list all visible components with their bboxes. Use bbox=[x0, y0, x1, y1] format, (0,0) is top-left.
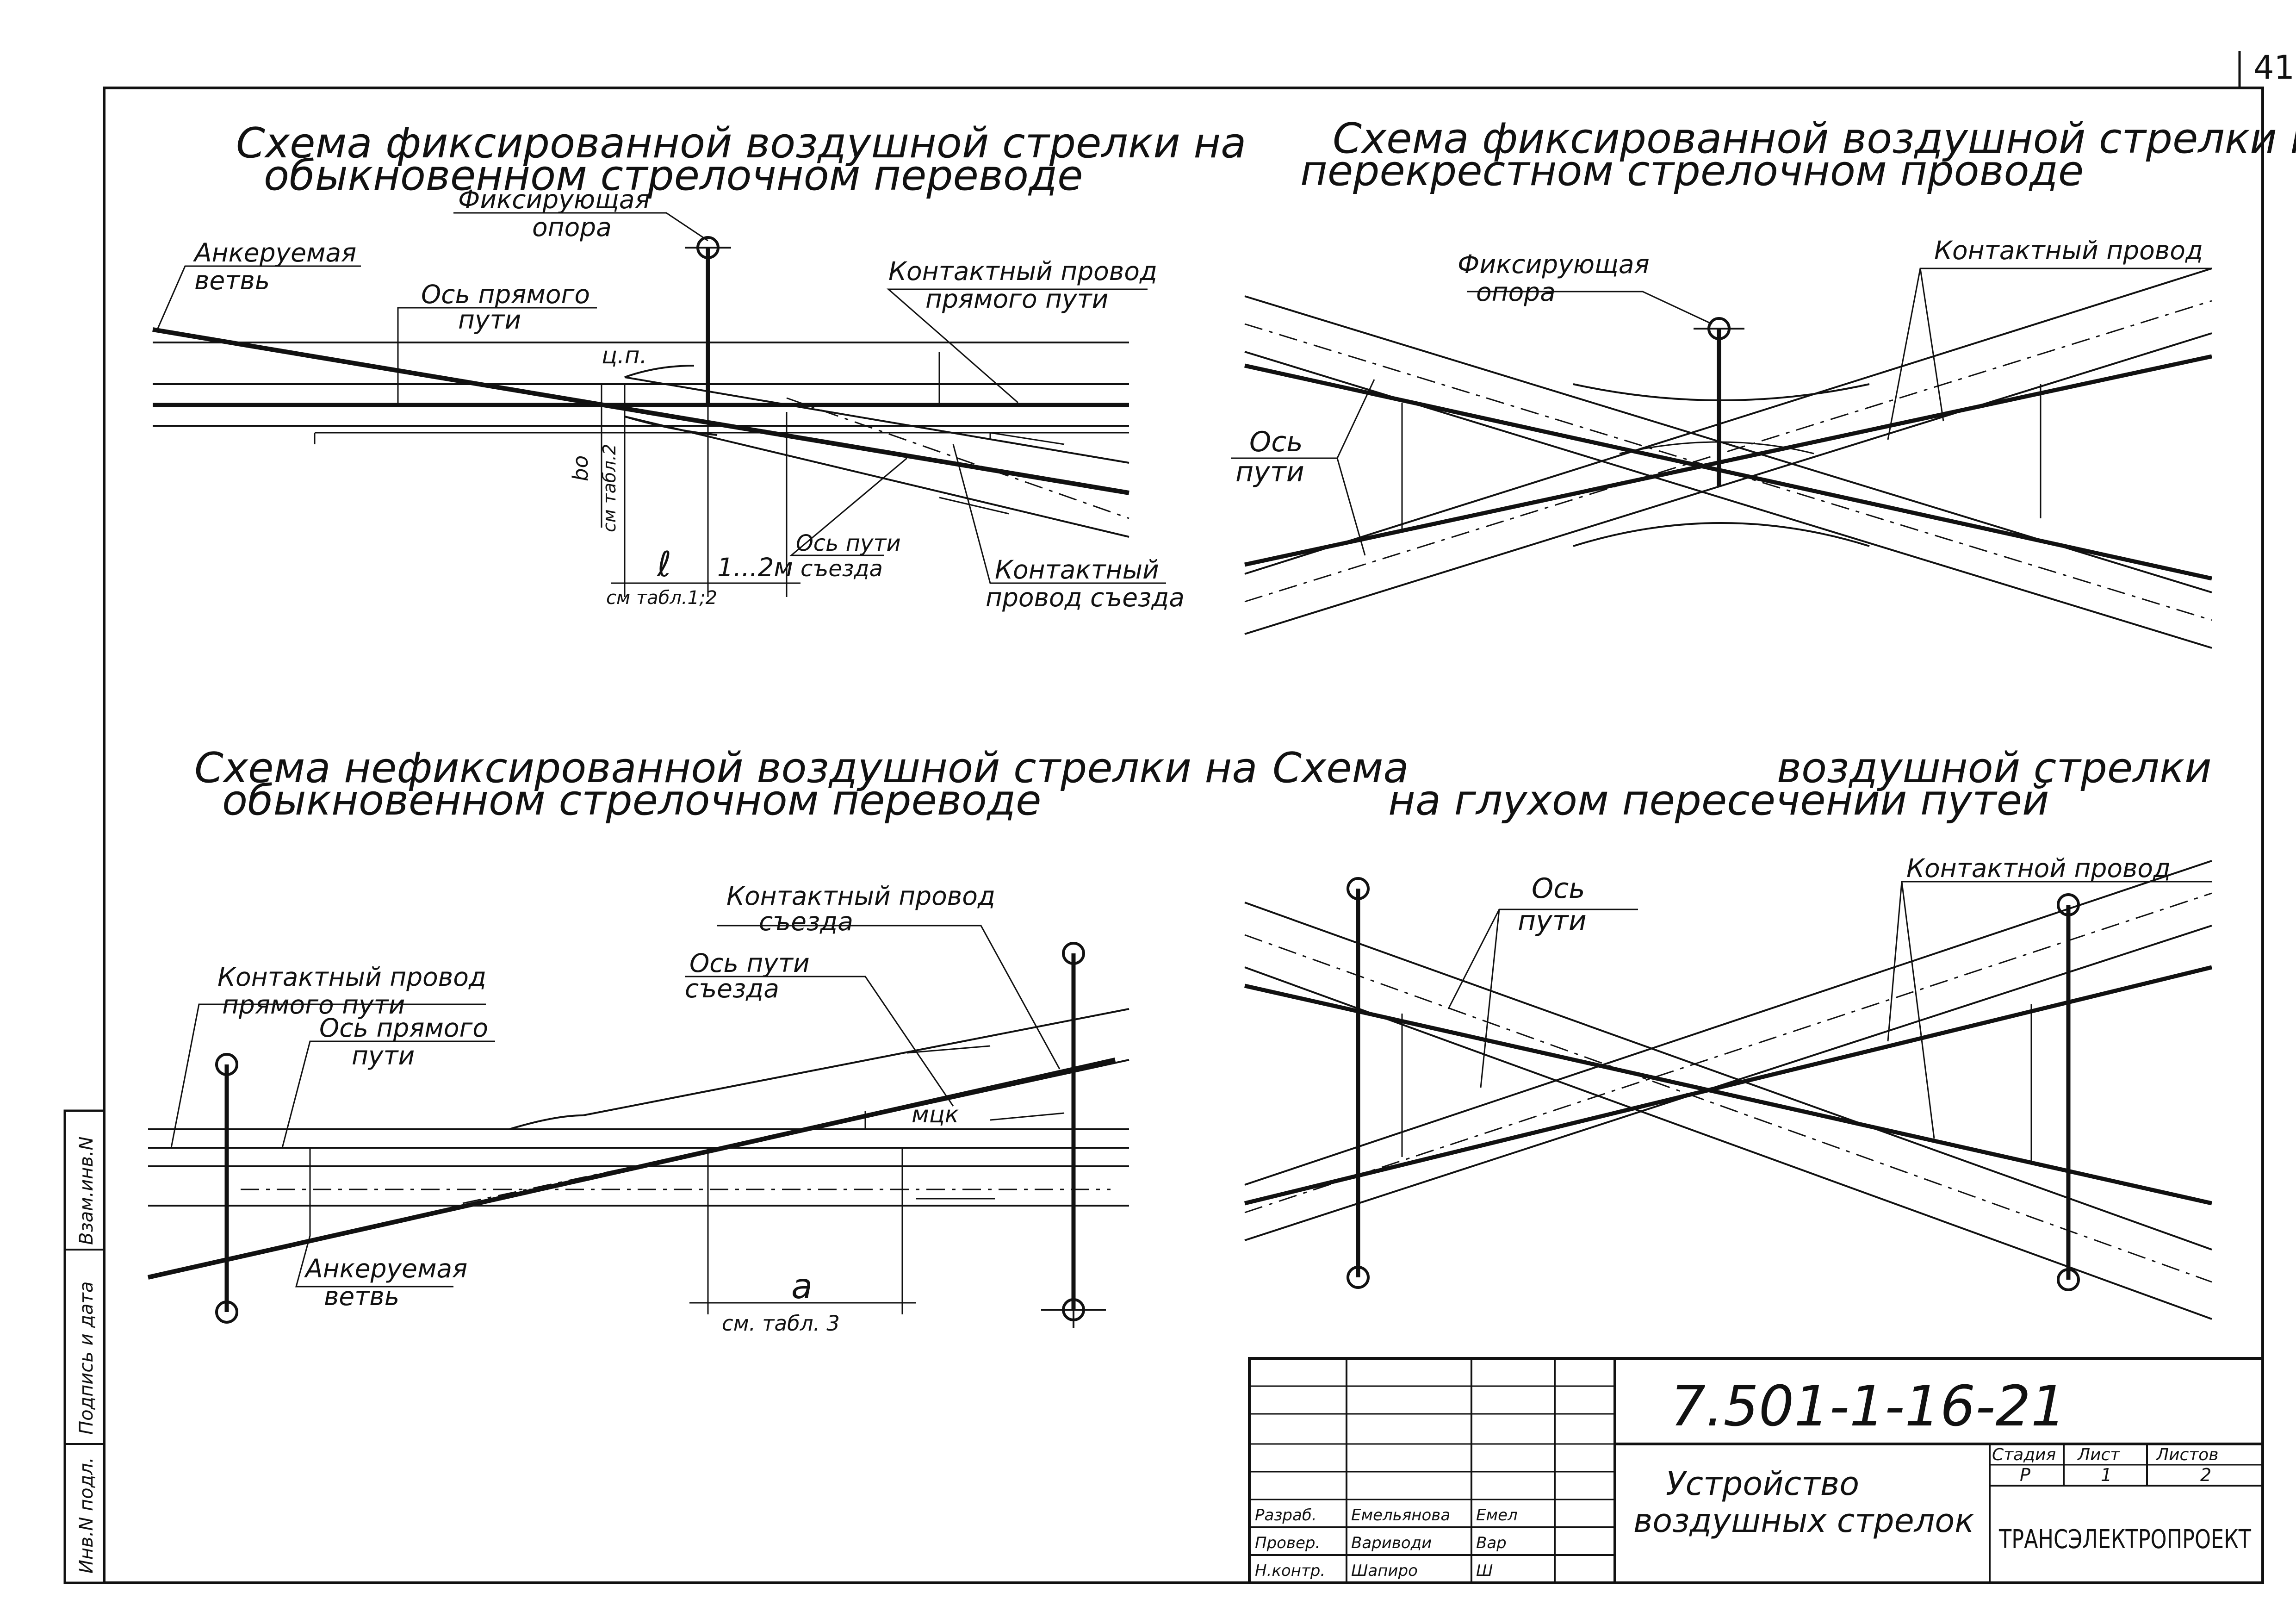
bl-label-anchor-1: Анкеруемая bbox=[304, 1254, 467, 1283]
tr-label-axis-2: пути bbox=[1235, 456, 1304, 488]
title-block: 7.501-1-16-21 Устройство воздушных стрел… bbox=[1248, 1357, 2264, 1584]
tr-label-wire: Контактный провод bbox=[1934, 236, 2203, 265]
bl-label-branch-wire-2: съезда bbox=[759, 907, 853, 936]
row-role-1: Провер. bbox=[1255, 1534, 1320, 1552]
doc-title-2: воздушных стрелок bbox=[1633, 1502, 1974, 1540]
br-title-2: на глухом пересечении путей bbox=[1388, 776, 2049, 825]
bl-title-1: Схема нефиксированной воздушной стрелки … bbox=[194, 744, 1258, 792]
br-pole-right-bottom bbox=[2057, 1268, 2080, 1291]
row-name-0: Емельянова bbox=[1351, 1506, 1450, 1524]
bl-label-a: a bbox=[791, 1266, 813, 1307]
tr-label-fix-2: опора bbox=[1476, 277, 1556, 307]
stage-header: Стадия bbox=[1992, 1445, 2056, 1464]
tl-label-branch-wire-1: Контактный bbox=[995, 555, 1159, 585]
tl-label-fix-1: Фиксирующая bbox=[458, 185, 650, 214]
side-stamp-podpis: Подпись и дата bbox=[76, 1282, 97, 1435]
br-pole-right-top bbox=[2057, 893, 2080, 916]
tl-label-wire-main-1: Контактный провод bbox=[888, 256, 1157, 286]
drawing-frame: 41 bbox=[103, 49, 2295, 1584]
side-stamp: Инв.N подл. Подпись и дата Взам.инв.N bbox=[63, 1109, 105, 1584]
tl-label-branch-wire-2: провод съезда bbox=[986, 583, 1185, 612]
tr-title-2: перекрестном стрелочном проводе bbox=[1300, 147, 2084, 195]
br-label-axis-2: пути bbox=[1518, 905, 1587, 937]
tl-label-l: ℓ bbox=[656, 544, 671, 585]
br-pole-left-bottom bbox=[1347, 1266, 1370, 1289]
row-sign-2: Ш bbox=[1476, 1562, 1493, 1580]
tl-label-12m: 1...2м bbox=[717, 553, 793, 582]
sheet-value: 1 bbox=[2101, 1465, 2112, 1485]
bl-label-axis-2: пути bbox=[352, 1041, 415, 1070]
doc-title-1: Устройство bbox=[1666, 1465, 1859, 1503]
tr-label-axis-1: Ось bbox=[1249, 426, 1303, 458]
bl-label-axis-1: Ось прямого bbox=[319, 1013, 488, 1043]
bl-label-mck: мцк bbox=[912, 1101, 959, 1128]
row-role-0: Разраб. bbox=[1255, 1506, 1317, 1524]
diagram-bottom-right: Схема воздушной стрелки на глухом пересе… bbox=[1244, 744, 2213, 1320]
bl-label-branch-wire-1: Контактный провод bbox=[726, 881, 995, 911]
sheets-header: Листов bbox=[2155, 1445, 2218, 1464]
tl-title-2: обыкновенном стрелочном переводе bbox=[264, 151, 1083, 200]
diagram-top-right: Схема фиксированной воздушной стрелки на… bbox=[1231, 114, 2296, 649]
doc-code: 7.501-1-16-21 bbox=[1670, 1375, 2066, 1439]
br-pole-left-top bbox=[1347, 877, 1370, 900]
tl-label-cp: ц.п. bbox=[602, 342, 647, 369]
tl-label-l-ref: см табл.1;2 bbox=[606, 587, 717, 609]
br-label-wire: Контактной провод bbox=[1906, 853, 2171, 883]
tl-label-anchor-2: ветвь bbox=[194, 266, 270, 295]
row-name-2: Шапиро bbox=[1351, 1562, 1418, 1580]
tl-label-axis-2: пути bbox=[458, 305, 521, 335]
page-number: 41 bbox=[2253, 49, 2295, 87]
tl-label-anchor-1: Анкеруемая bbox=[193, 238, 356, 268]
br-label-axis-1: Ось bbox=[1532, 872, 1585, 905]
row-sign-1: Вар bbox=[1476, 1534, 1507, 1552]
row-role-2: Н.контр. bbox=[1255, 1562, 1325, 1580]
tl-label-axis-1: Ось прямого bbox=[421, 280, 590, 309]
tl-label-bo-1: bо bbox=[568, 455, 593, 481]
tl-title-1: Схема фиксированной воздушной стрелки на bbox=[236, 119, 1246, 168]
tl-label-branch-axis-2: съезда bbox=[800, 556, 883, 582]
bl-pole-right-top bbox=[1062, 942, 1085, 965]
bl-pole-left-bottom bbox=[215, 1300, 238, 1324]
sheets-value: 2 bbox=[2200, 1465, 2211, 1485]
sheet-header: Лист bbox=[2077, 1445, 2120, 1464]
br-title-1b: воздушной стрелки bbox=[1777, 744, 2212, 792]
tl-label-wire-main-2: прямого пути bbox=[925, 284, 1108, 314]
bl-label-main-wire-1: Контактный провод bbox=[217, 962, 486, 992]
side-stamp-inv-podl: Инв.N подл. bbox=[76, 1457, 97, 1574]
organization: ТРАНСЭЛЕКТРОПРОЕКТ bbox=[1998, 1524, 2251, 1555]
bl-pole-left-top bbox=[215, 1053, 238, 1076]
bl-label-branch-axis-1: Ось пути bbox=[689, 948, 810, 978]
diagram-bottom-left: Схема нефиксированной воздушной стрелки … bbox=[147, 744, 1258, 1336]
row-sign-0: Емел bbox=[1476, 1506, 1518, 1524]
row-name-1: Вариводи bbox=[1351, 1534, 1432, 1552]
bl-label-main-wire-2: прямого пути bbox=[222, 990, 405, 1020]
tr-label-fix-1: Фиксирующая bbox=[1458, 249, 1650, 279]
tr-title-1: Схема фиксированной воздушной стрелки на bbox=[1333, 114, 2296, 163]
tl-label-fix-2: опора bbox=[532, 212, 612, 242]
bl-label-anchor-2: ветвь bbox=[324, 1282, 399, 1311]
br-title-1: Схема bbox=[1272, 744, 1409, 792]
side-stamp-vzam: Взам.инв.N bbox=[76, 1137, 97, 1245]
diagram-top-left: Схема фиксированной воздушной стрелки на… bbox=[152, 119, 1246, 612]
stage-value: Р bbox=[2020, 1465, 2030, 1485]
bl-label-a-ref: см. табл. 3 bbox=[722, 1311, 840, 1336]
bl-label-branch-axis-2: съезда bbox=[685, 974, 779, 1003]
tl-label-branch-axis-1: Ось пути bbox=[796, 530, 901, 556]
tl-label-bo-2: см табл.2 bbox=[599, 444, 620, 532]
bl-title-2: обыкновенном стрелочном переводе bbox=[222, 776, 1042, 825]
